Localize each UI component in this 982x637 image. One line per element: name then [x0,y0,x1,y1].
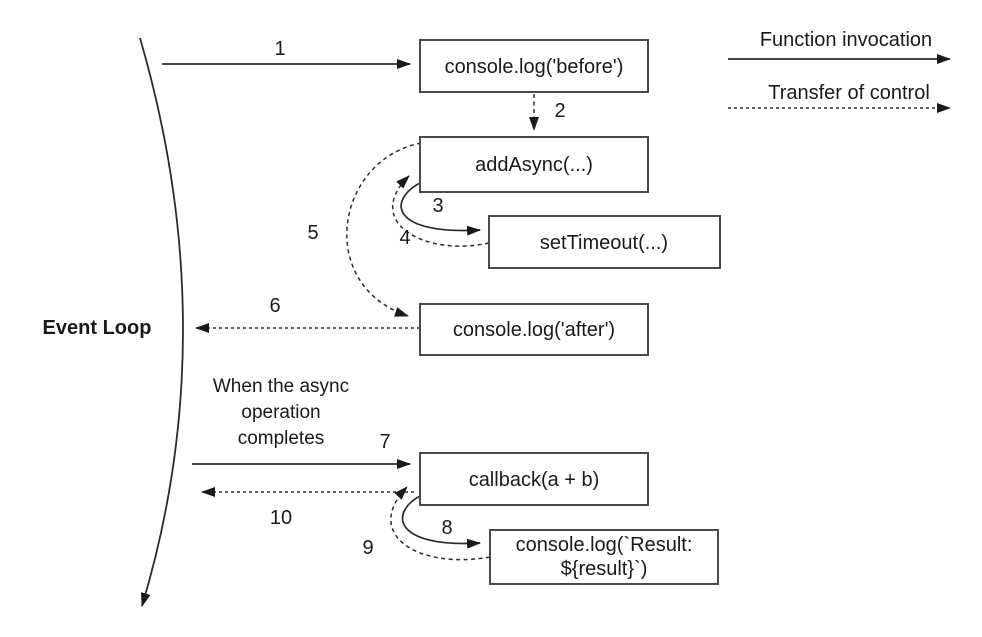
node-console-log-after: console.log('after') [419,303,649,356]
event-loop-label: Event Loop [43,317,152,339]
async-note-line-3: completes [238,428,325,449]
node-callback: callback(a + b) [419,452,649,506]
async-note-line-2: operation [241,402,320,423]
step-label-5: 5 [307,222,318,244]
step-label-3: 3 [432,195,443,217]
node-add-async-box [419,136,649,193]
step-label-4: 4 [399,227,410,249]
step-label-2: 2 [554,100,565,122]
legend-transfer-of-control-label: Transfer of control [768,82,930,104]
arrow-4-control-back-to-addasync [392,175,490,247]
arrow-3-invoke-settimeout [400,182,481,236]
arrow-8-invoke-result-log [401,495,481,549]
step-label-7: 7 [379,431,390,453]
step-label-6: 6 [269,295,280,317]
arrow-5-control-to-after [346,142,422,317]
node-callback-label: callback(a + b) [469,469,600,491]
node-set-timeout-label: setTimeout(...) [540,232,668,254]
node-console-log-before-box [419,39,649,93]
step-label-8: 8 [441,517,452,539]
step-label-1: 1 [274,38,285,60]
node-console-log-after-box [419,303,649,356]
node-callback-box [419,452,649,506]
arrow-9-control-back-to-callback [390,486,491,561]
step-label-10: 10 [270,507,292,529]
node-console-log-result-label-line1: console.log(`Result: [516,534,693,556]
node-add-async: addAsync(...) [419,136,649,193]
step-label-9: 9 [362,537,373,559]
node-set-timeout: setTimeout(...) [488,215,721,269]
node-console-log-after-label: console.log('after') [453,319,615,341]
event-loop-arc [139,37,184,607]
legend-function-invocation-label: Function invocation [760,29,932,51]
legend: Function invocation Transfer of control [728,29,951,113]
node-console-log-before-label: console.log('before') [445,56,624,78]
node-console-log-before: console.log('before') [419,39,649,93]
async-note-line-1: When the async [213,376,349,397]
node-console-log-result: console.log(`Result: ${result}`) [489,529,719,585]
node-add-async-label: addAsync(...) [475,154,593,176]
node-set-timeout-box [488,215,721,269]
node-console-log-result-box [489,529,719,585]
node-console-log-result-label-line2: ${result}`) [561,558,648,580]
